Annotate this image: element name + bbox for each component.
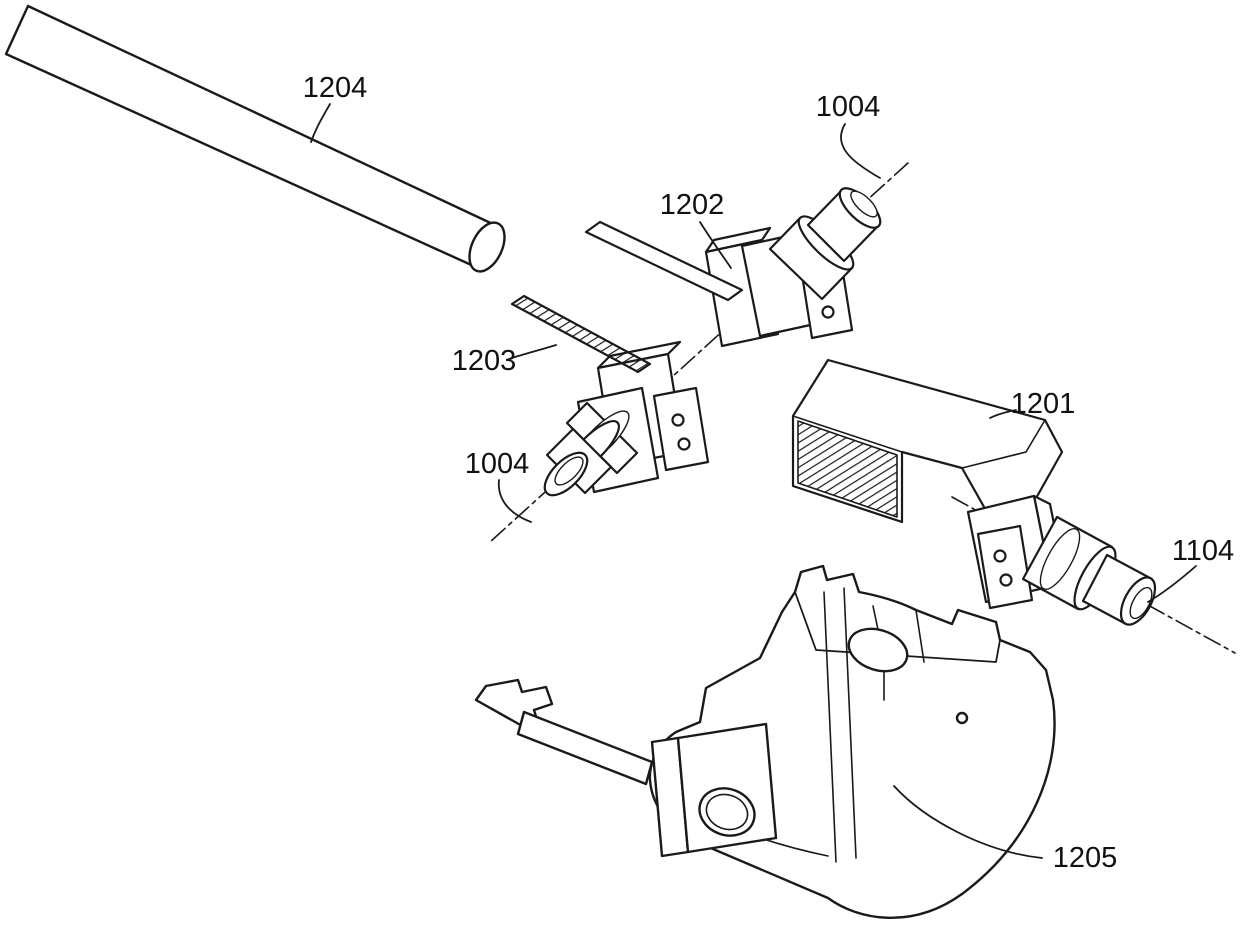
leader-1202 — [699, 221, 732, 269]
bracket-hatched-face — [797, 420, 898, 518]
label-rod-1204: 1204 — [303, 72, 368, 104]
lower-bolt-hole-2 — [677, 437, 691, 451]
housing-1205 — [474, 564, 1056, 919]
right-bolt-hole-2 — [999, 573, 1013, 587]
ferrule-assembly-upper — [584, 187, 882, 348]
rod-1204 — [4, 4, 506, 273]
label-connector-1104: 1104 — [1172, 535, 1234, 567]
axis-line-upper-lower — [489, 162, 909, 543]
lower-bolt-hole-1 — [671, 413, 685, 427]
housing-pin-hole — [955, 711, 969, 725]
label-blade-1202: 1202 — [660, 189, 725, 221]
leader-1004-lower — [498, 479, 532, 523]
leader-1203 — [508, 344, 557, 360]
housing-top-hole — [847, 627, 909, 673]
leader-1205 — [893, 785, 1043, 859]
label-axis-1004-upper: 1004 — [816, 91, 881, 123]
tick-strip-1203-shape — [510, 294, 652, 374]
label-housing-1205: 1205 — [1053, 842, 1118, 874]
ferrule-assembly-lower — [510, 294, 710, 497]
right-bolt-plate — [976, 524, 1034, 610]
leader-1004-upper — [840, 123, 881, 179]
lower-bolt-plate — [652, 386, 710, 472]
leader-1104 — [1147, 565, 1197, 603]
leader-lines — [310, 103, 1197, 859]
reference-labels: 1204 1004 1202 1203 1201 1004 1104 1205 — [303, 72, 1234, 874]
label-strip-1203: 1203 — [452, 345, 517, 377]
label-bracket-1201: 1201 — [1011, 388, 1076, 420]
leader-1201 — [989, 409, 1017, 419]
label-axis-1004-lower: 1004 — [465, 448, 530, 480]
bracket-1201 — [791, 358, 1064, 524]
right-bolt-hole-1 — [993, 549, 1007, 563]
blade-1202-shape — [584, 220, 744, 302]
housing-arm-bar — [516, 710, 654, 786]
leader-1204 — [310, 103, 331, 143]
upper-bolt-hole-2 — [821, 305, 835, 319]
connector-1104 — [966, 494, 1157, 626]
